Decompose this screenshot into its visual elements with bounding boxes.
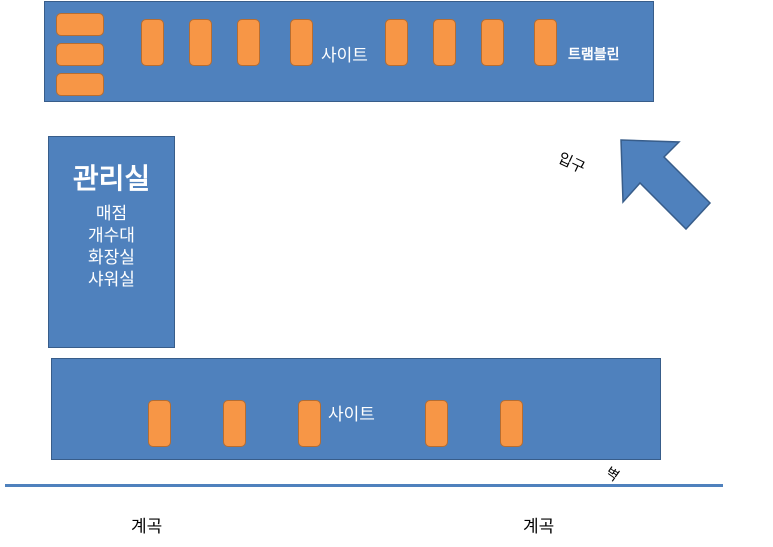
valley-label: 계곡 <box>131 517 163 537</box>
facility-restroom: 화장실 <box>88 248 135 268</box>
site-slot <box>290 19 313 66</box>
site-slot <box>500 400 523 447</box>
site-slot <box>189 19 212 66</box>
side-slot <box>56 13 104 36</box>
top-site-label: 사이트 <box>321 46 368 66</box>
wall-line <box>5 484 723 487</box>
site-slot <box>425 400 448 447</box>
entrance-label: 입구 <box>555 148 588 177</box>
site-slot <box>141 19 164 66</box>
site-slot <box>481 19 504 66</box>
site-slot <box>223 400 246 447</box>
site-slot <box>433 19 456 66</box>
wall-label: 벽 <box>602 464 622 486</box>
facility-sink: 개수대 <box>88 226 135 246</box>
site-slot <box>148 400 171 447</box>
top-site-zone: 사이트 트램블린 <box>44 1 654 102</box>
valley-label: 계곡 <box>523 517 555 537</box>
entrance-arrow-icon <box>620 139 712 231</box>
bottom-site-label: 사이트 <box>328 405 375 425</box>
trampoline-slot <box>534 19 557 66</box>
side-slot <box>56 73 104 96</box>
office-title: 관리실 <box>72 162 151 195</box>
site-slot <box>298 400 321 447</box>
bottom-site-zone: 사이트 <box>51 358 661 460</box>
site-slot <box>385 19 408 66</box>
facility-snack-bar: 매점 <box>95 204 128 224</box>
trampoline-label: 트램블린 <box>568 47 620 63</box>
office-block: 관리실 매점 개수대 화장실 샤워실 <box>48 136 175 348</box>
site-slot <box>237 19 260 66</box>
facility-shower: 샤워실 <box>88 270 135 290</box>
side-slot <box>56 43 104 66</box>
